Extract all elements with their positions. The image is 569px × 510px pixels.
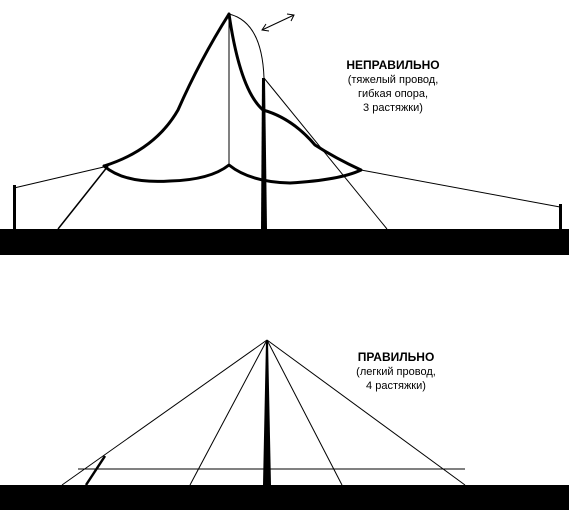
bent-mast-curve [228, 13, 265, 79]
mast-bottom [263, 340, 271, 485]
guy-2 [189, 339, 268, 486]
guy-right-ground [263, 77, 388, 230]
ground-bottom [0, 485, 569, 510]
wrong-setup [0, 12, 569, 255]
guy-4 [266, 339, 466, 486]
heavy-wire [102, 12, 363, 185]
sway-arrow-shaft [261, 14, 295, 31]
wrong-title: НЕПРАВИЛЬНО [346, 58, 440, 72]
sway-arrow-head-b [286, 13, 295, 22]
guy-right-post [360, 169, 561, 208]
right-title: ПРАВИЛЬНО [357, 350, 435, 364]
right-setup [0, 339, 569, 510]
guy-left-post [13, 165, 109, 189]
wrong-line-3: 3 растяжки) [363, 102, 423, 114]
small-pole [84, 455, 107, 486]
wrong-line-2: гибкая опора, [357, 88, 429, 100]
right-line-2: 4 растяжки) [366, 380, 426, 392]
guy-1 [61, 339, 268, 486]
caption-wrong: НЕПРАВИЛЬНО (тяжелый провод, гибкая опор… [330, 58, 456, 115]
guy-3 [266, 339, 343, 486]
guy-left-ground [57, 165, 109, 230]
right-line-1: (легкий провод, [356, 366, 436, 378]
right-post-top [559, 204, 562, 230]
caption-right: ПРАВИЛЬНО (легкий провод, 4 растяжки) [343, 350, 449, 393]
sway-arrow-head-a [261, 23, 270, 32]
wrong-line-1: (тяжелый провод, [347, 74, 439, 86]
left-post-top [13, 185, 16, 230]
mast-top [261, 78, 267, 229]
ground-top [0, 229, 569, 255]
